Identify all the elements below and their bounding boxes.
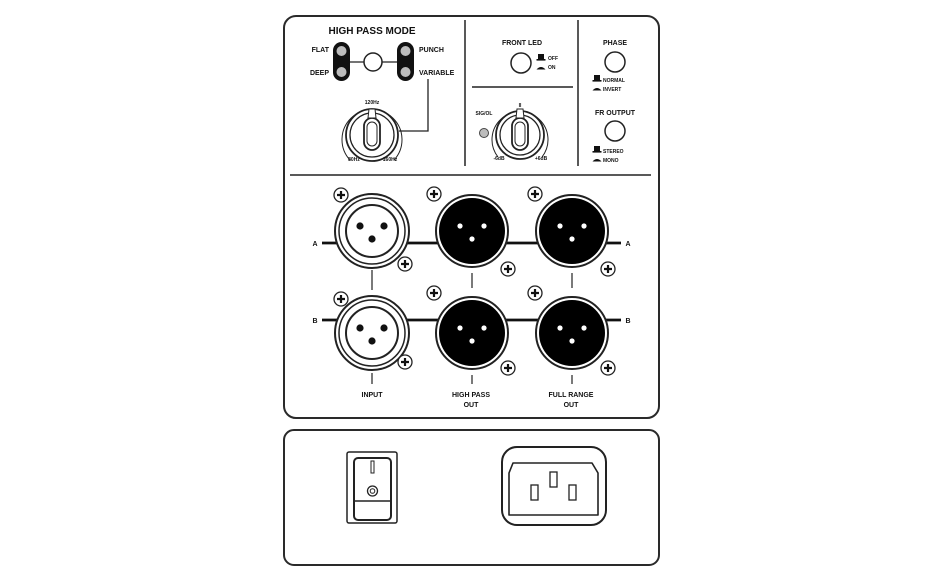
screw-icon — [425, 185, 443, 203]
high-pass-out-b-xlr[interactable] — [435, 296, 509, 370]
screw-icon — [526, 284, 544, 302]
screw-icon — [599, 260, 617, 278]
option-punch: PUNCH — [419, 47, 444, 54]
channel-b-label-left: B — [312, 318, 317, 325]
phase-title: PHASE — [603, 40, 627, 47]
fr-output-mono: MONO — [603, 158, 619, 164]
screw-icon — [396, 353, 414, 371]
high-pass-mode-title: HIGH PASS MODE — [328, 26, 415, 37]
front-led-title: FRONT LED — [502, 40, 542, 47]
screw-icon — [425, 284, 443, 302]
full-range-out-label-line1: FULL RANGE — [549, 392, 594, 399]
knob-label-160hz: 160Hz — [383, 157, 398, 163]
high-pass-out-label-line1: HIGH PASS — [452, 392, 490, 399]
channel-b-label-right: B — [625, 318, 630, 325]
screw-icon — [599, 359, 617, 377]
high-pass-frequency-knob[interactable] — [341, 108, 403, 162]
channel-a-label-left: A — [312, 241, 317, 248]
power-switch[interactable] — [346, 451, 398, 524]
phase-button[interactable] — [604, 51, 626, 73]
fr-output-stereo: STEREO — [603, 149, 624, 155]
full-range-out-b-xlr[interactable] — [535, 296, 609, 370]
option-variable: VARIABLE — [419, 70, 455, 77]
high-pass-out-label-line2: OUT — [464, 402, 480, 409]
option-flat: FLAT — [312, 47, 330, 54]
phase-normal: NORMAL — [603, 78, 625, 84]
screw-icon — [499, 359, 517, 377]
option-deep: DEEP — [310, 70, 329, 77]
mode-button[interactable] — [363, 52, 383, 72]
full-range-out-a-xlr[interactable] — [535, 194, 609, 268]
high-pass-out-a-xlr[interactable] — [435, 194, 509, 268]
front-led-button[interactable] — [510, 52, 532, 74]
phase-invert: INVERT — [603, 87, 621, 93]
channel-a-label-right: A — [625, 241, 630, 248]
screw-icon — [499, 260, 517, 278]
mode-switch-right[interactable] — [397, 42, 414, 81]
front-led-off: OFF — [548, 56, 558, 62]
mode-switch-left[interactable] — [333, 42, 350, 81]
sig-ol-led — [479, 128, 489, 138]
screw-icon — [526, 185, 544, 203]
fr-output-button[interactable] — [604, 120, 626, 142]
input-b-xlr-jack[interactable] — [334, 295, 410, 371]
variable-line — [399, 79, 429, 132]
knob-label-minus6db: -6dB — [493, 156, 505, 162]
knob-label-80hz: 80Hz — [348, 157, 360, 163]
knob-label-120hz: 120Hz — [365, 100, 380, 106]
sig-ol-label: SIG/OL — [476, 111, 493, 117]
input-label: INPUT — [362, 392, 384, 399]
knob-top-mark: II — [519, 103, 522, 109]
level-knob[interactable] — [491, 108, 549, 160]
knob-label-plus6db: +6dB — [535, 156, 548, 162]
iec-power-inlet[interactable] — [501, 446, 607, 526]
screw-icon — [332, 290, 350, 308]
fr-output-title: FR OUTPUT — [595, 110, 636, 117]
channel-stubs — [371, 270, 573, 384]
screw-icon — [396, 255, 414, 273]
full-range-out-label-line2: OUT — [564, 402, 580, 409]
front-led-on: ON — [548, 65, 556, 71]
screw-icon — [332, 186, 350, 204]
input-a-xlr-jack[interactable] — [334, 193, 410, 269]
